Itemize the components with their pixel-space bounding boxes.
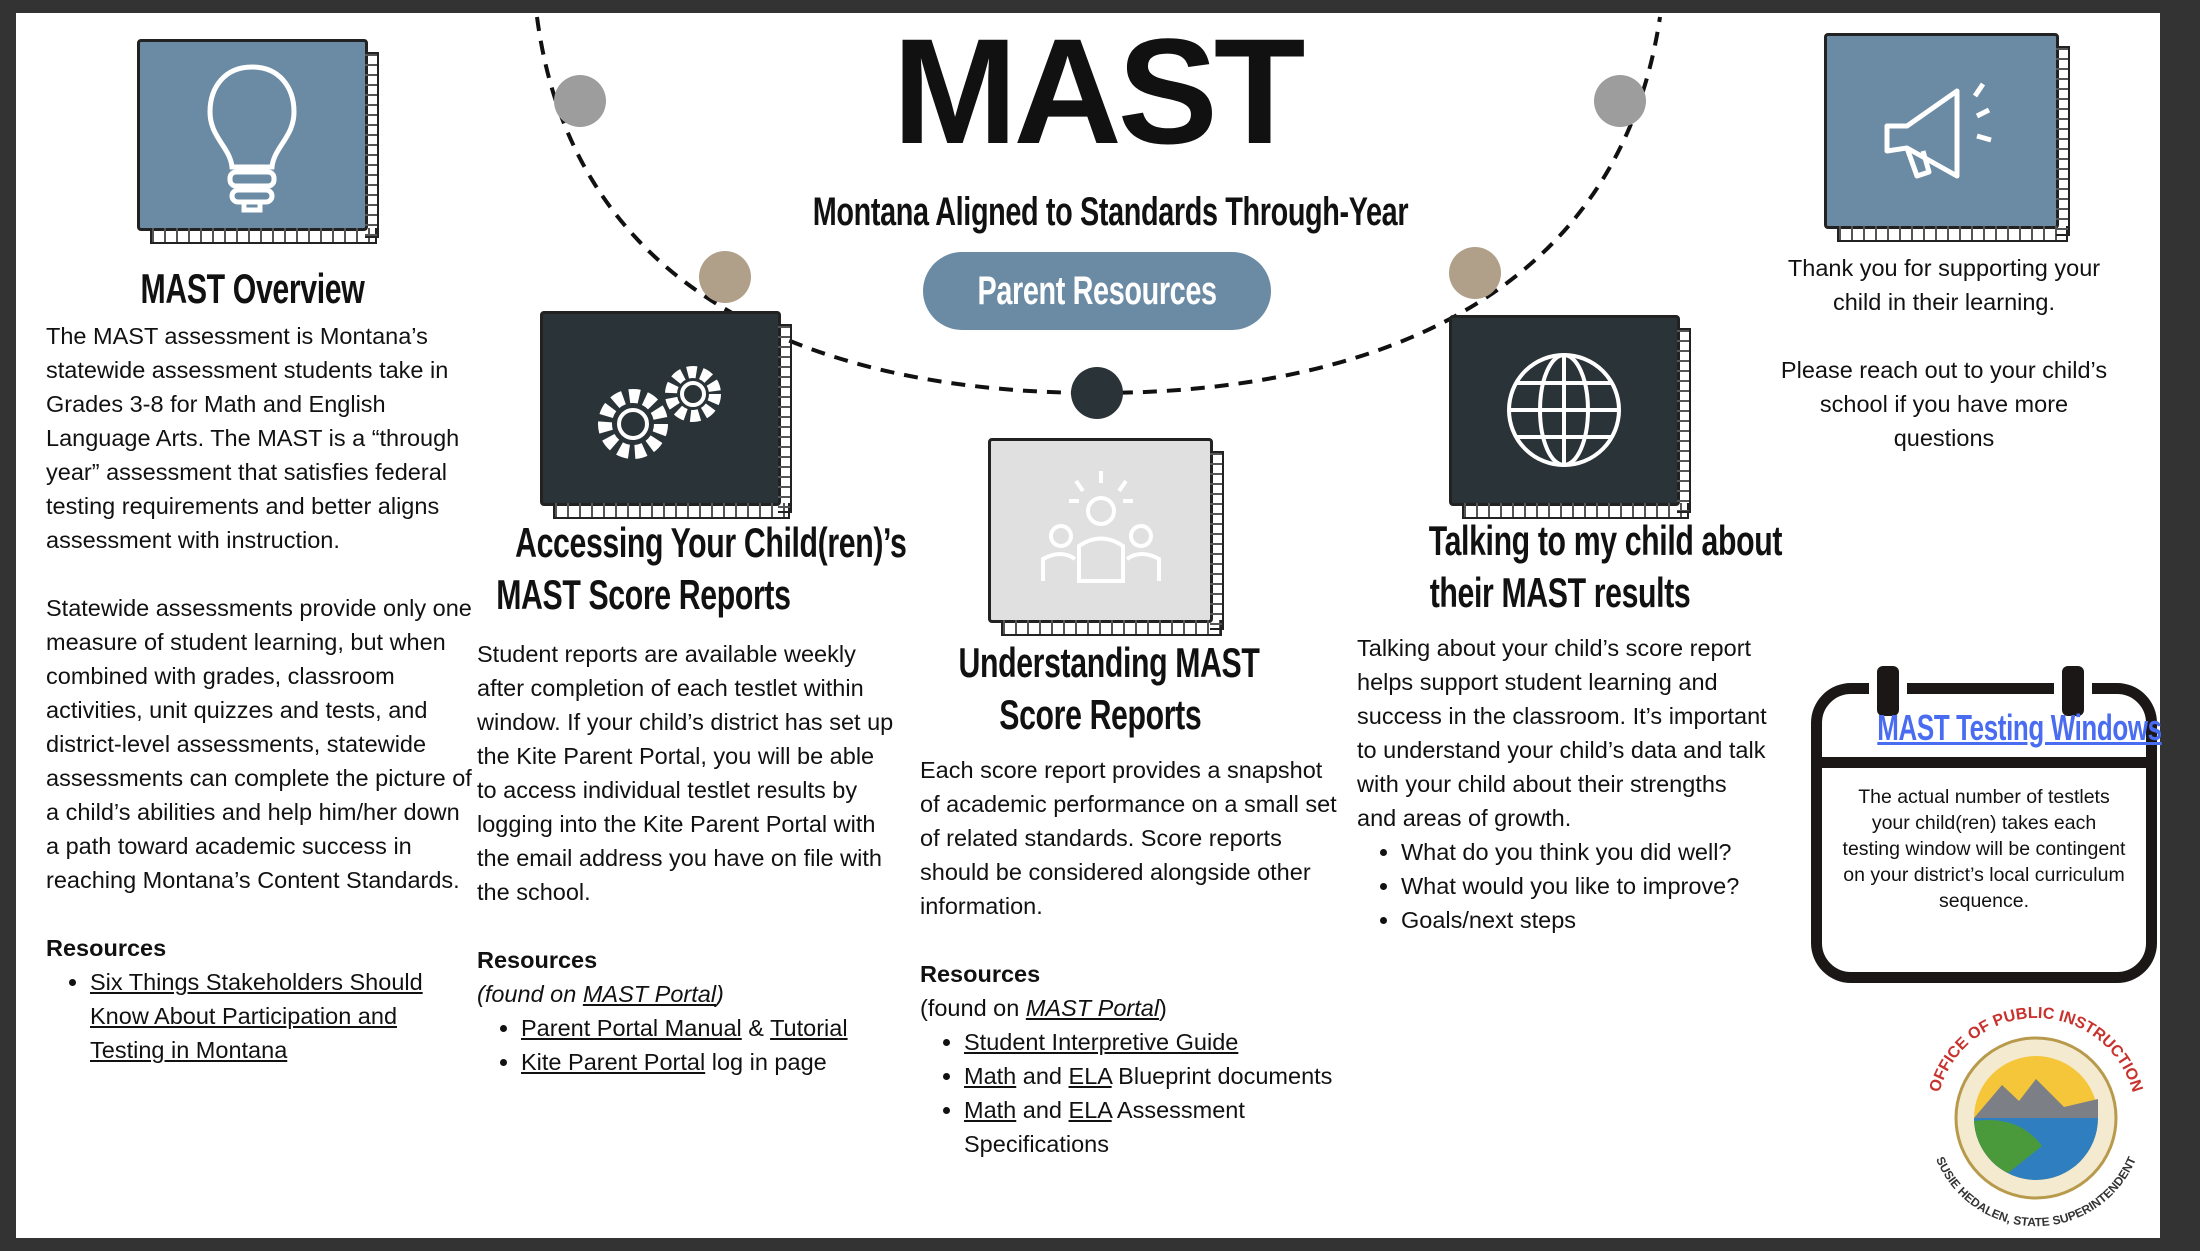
page-title: MAST: [892, 7, 1306, 175]
calendar-card: MAST Testing Windows The actual number o…: [1811, 666, 2162, 983]
and: and: [1016, 1097, 1069, 1123]
people-icon: [1041, 471, 1161, 583]
understanding-section: Each score report provides a snapshot of…: [920, 753, 1340, 1161]
understanding-paragraph: Each score report provides a snapshot of…: [920, 757, 1337, 919]
mast-portal-link[interactable]: MAST Portal: [1025, 995, 1160, 1021]
talking-paragraph: Talking about your child’s score report …: [1357, 635, 1767, 831]
calendar-text: The actual number of testlets your child…: [1842, 786, 2126, 912]
talking-section: Talking about your child’s score report …: [1357, 631, 1767, 937]
thanks-section: Thank you for supporting your child in t…: [1774, 251, 2114, 455]
math-blueprint-link[interactable]: Math: [964, 1063, 1017, 1089]
blueprint-text: Blueprint documents: [1111, 1063, 1333, 1089]
overview-heading: MAST Overview: [140, 265, 364, 312]
gears-icon: [598, 366, 721, 459]
overview-paragraph: Statewide assessments provide only one m…: [46, 595, 472, 893]
bullet-item: Goals/next steps: [1401, 903, 1767, 937]
thanks-text: Thank you for supporting your child in t…: [1787, 255, 2101, 315]
six-things-link[interactable]: Six Things Stakeholders Should Know Abou…: [90, 969, 423, 1063]
calendar-ring: [1877, 666, 1899, 716]
opi-seal-logo: OFFICE OF PUBLIC INSTRUCTION SUSIE HEDAL…: [1927, 1005, 2146, 1229]
overview-paragraph: The MAST assessment is Montana’s statewi…: [46, 323, 460, 553]
timeline-dot: [554, 75, 606, 127]
specs-text: Assessment Specifications: [964, 1097, 1245, 1157]
tutorial-link[interactable]: Tutorial: [770, 1015, 848, 1041]
page-subtitle: Montana Aligned to Standards Through-Yea…: [812, 190, 1409, 234]
ela-specs-link[interactable]: ELA: [1068, 1097, 1112, 1123]
megaphone-tile: [1824, 33, 2070, 242]
mast-portal-link[interactable]: MAST Portal: [582, 981, 717, 1007]
lightbulb-tile: [137, 39, 379, 244]
timeline-dot: [1594, 75, 1646, 127]
people-tile: [988, 438, 1224, 636]
paren: ): [716, 981, 724, 1007]
resources-label: Resources: [46, 935, 167, 961]
paren: ): [1159, 995, 1167, 1021]
math-specs-link[interactable]: Math: [964, 1097, 1017, 1123]
reach-out-text: Please reach out to your child’s school …: [1780, 357, 2108, 451]
infographic-page: MAST Montana Aligned to Standards Throug…: [16, 7, 2162, 1238]
and: and: [1016, 1063, 1069, 1089]
resources-label: Resources: [920, 961, 1041, 987]
ela-blueprint-link[interactable]: ELA: [1068, 1063, 1112, 1089]
timeline-dot: [1071, 367, 1123, 419]
parent-portal-manual-link[interactable]: Parent Portal Manual: [521, 1015, 742, 1041]
timeline-dot: [699, 251, 751, 303]
gears-tile: [540, 311, 792, 519]
megaphone-icon: [1884, 82, 1992, 179]
accessing-paragraph: Student reports are available weekly aft…: [477, 641, 894, 905]
lightbulb-icon: [207, 64, 297, 213]
globe-tile: [1449, 315, 1691, 519]
bullet-item: What do you think you did well?: [1401, 835, 1767, 869]
found-on-text: (found on: [477, 981, 583, 1007]
parent-resources-pill: Parent Resources: [923, 252, 1271, 330]
student-interpretive-guide-link[interactable]: Student Interpretive Guide: [964, 1029, 1239, 1055]
bullet-item: What would you like to improve?: [1401, 869, 1767, 903]
accessing-section: Student reports are available weekly aft…: [477, 637, 897, 1079]
globe-icon: [1507, 353, 1621, 467]
kite-parent-portal-link[interactable]: Kite Parent Portal: [521, 1049, 706, 1075]
mast-testing-windows-link[interactable]: MAST Testing Windows: [1877, 707, 2162, 748]
overview-section: The MAST assessment is Montana’s statewi…: [46, 319, 476, 1067]
kite-suffix: log in page: [705, 1049, 827, 1075]
calendar-ring: [2062, 666, 2084, 716]
resources-label: Resources: [477, 947, 598, 973]
amp: &: [741, 1015, 771, 1041]
found-on-text: (found on: [920, 995, 1026, 1021]
timeline-dot: [1449, 247, 1501, 299]
